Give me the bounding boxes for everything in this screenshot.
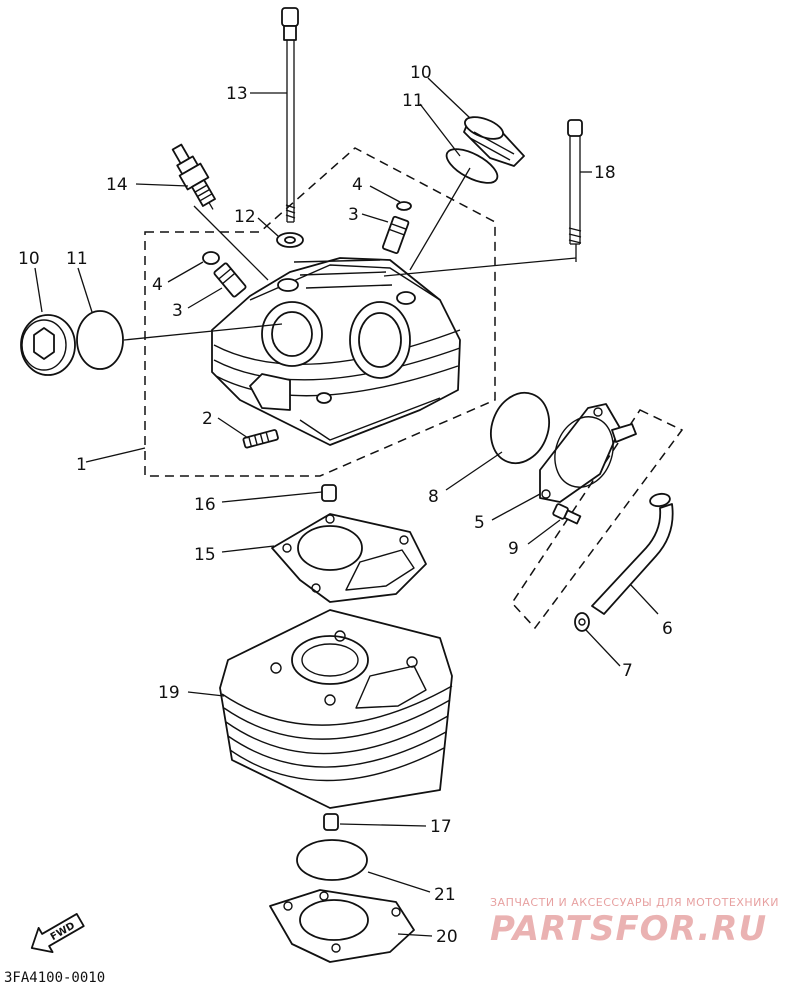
label-3-left: 3 xyxy=(172,301,183,321)
label-21: 21 xyxy=(434,885,456,905)
label-8: 8 xyxy=(428,487,439,507)
label-9: 9 xyxy=(508,539,519,559)
label-12: 12 xyxy=(234,207,256,227)
label-3-right: 3 xyxy=(348,205,359,225)
valve-guide-3-left xyxy=(213,262,247,298)
head-gasket-15 xyxy=(271,513,427,603)
diagram-code: 3FA4100-0010 xyxy=(4,970,105,986)
label-19: 19 xyxy=(158,683,180,703)
label-10-top: 10 xyxy=(410,63,432,83)
watermark: ЗАПЧАСТИ И АКСЕССУАРЫ ДЛЯ МОТОТЕХНИКИ PA… xyxy=(490,896,779,949)
o-ring-11-left xyxy=(76,310,124,370)
breather-hose-6 xyxy=(591,492,674,615)
screw-9 xyxy=(552,503,582,525)
forward-direction-arrow: FWD xyxy=(30,913,85,954)
label-18: 18 xyxy=(594,163,616,183)
o-ring-11-top xyxy=(445,148,499,184)
part-number-labels: 13 14 12 10 11 18 4 3 10 11 4 3 2 1 16 8… xyxy=(18,63,673,947)
watermark-brand: PARTSFOR.RU xyxy=(490,909,767,949)
cylinder-head-assembly-outline xyxy=(144,147,496,477)
stud-2 xyxy=(242,429,279,449)
label-13: 13 xyxy=(226,84,248,104)
label-17: 17 xyxy=(430,817,452,837)
valve-guide-3-right xyxy=(381,215,410,254)
clip-4-right xyxy=(396,201,412,211)
label-14: 14 xyxy=(106,175,128,195)
cylinder-head-1 xyxy=(211,257,461,446)
breather-assembly-outline xyxy=(511,409,684,630)
breather-cover-5 xyxy=(539,403,637,503)
label-11-left: 11 xyxy=(66,249,88,269)
label-20: 20 xyxy=(436,927,458,947)
o-ring-21 xyxy=(296,839,368,881)
label-4-left: 4 xyxy=(152,275,163,295)
label-2: 2 xyxy=(202,409,213,429)
valve-cap-10-top xyxy=(463,116,525,167)
stud-bolt-13 xyxy=(281,7,299,223)
clip-4-left xyxy=(202,251,220,265)
dowel-pin-17 xyxy=(323,813,339,831)
label-15: 15 xyxy=(194,545,216,565)
gasket-8 xyxy=(490,391,550,465)
hose-clip-7 xyxy=(574,612,590,632)
label-7: 7 xyxy=(622,661,633,681)
watermark-tagline: ЗАПЧАСТИ И АКСЕССУАРЫ ДЛЯ МОТОТЕХНИКИ xyxy=(490,896,779,909)
label-11-top: 11 xyxy=(402,91,424,111)
label-5: 5 xyxy=(474,513,485,533)
valve-cap-10-left xyxy=(20,314,76,376)
label-6: 6 xyxy=(662,619,673,639)
stud-bolt-18 xyxy=(567,119,583,245)
label-10-left: 10 xyxy=(18,249,40,269)
spark-plug-14 xyxy=(171,143,216,210)
dowel-pin-16 xyxy=(321,484,337,502)
leader-lines xyxy=(34,77,659,937)
washer-12 xyxy=(276,232,304,248)
base-gasket-20 xyxy=(269,889,415,963)
cylinder-19 xyxy=(219,609,453,809)
label-1: 1 xyxy=(76,455,87,475)
label-16: 16 xyxy=(194,495,216,515)
label-4-right: 4 xyxy=(352,175,363,195)
